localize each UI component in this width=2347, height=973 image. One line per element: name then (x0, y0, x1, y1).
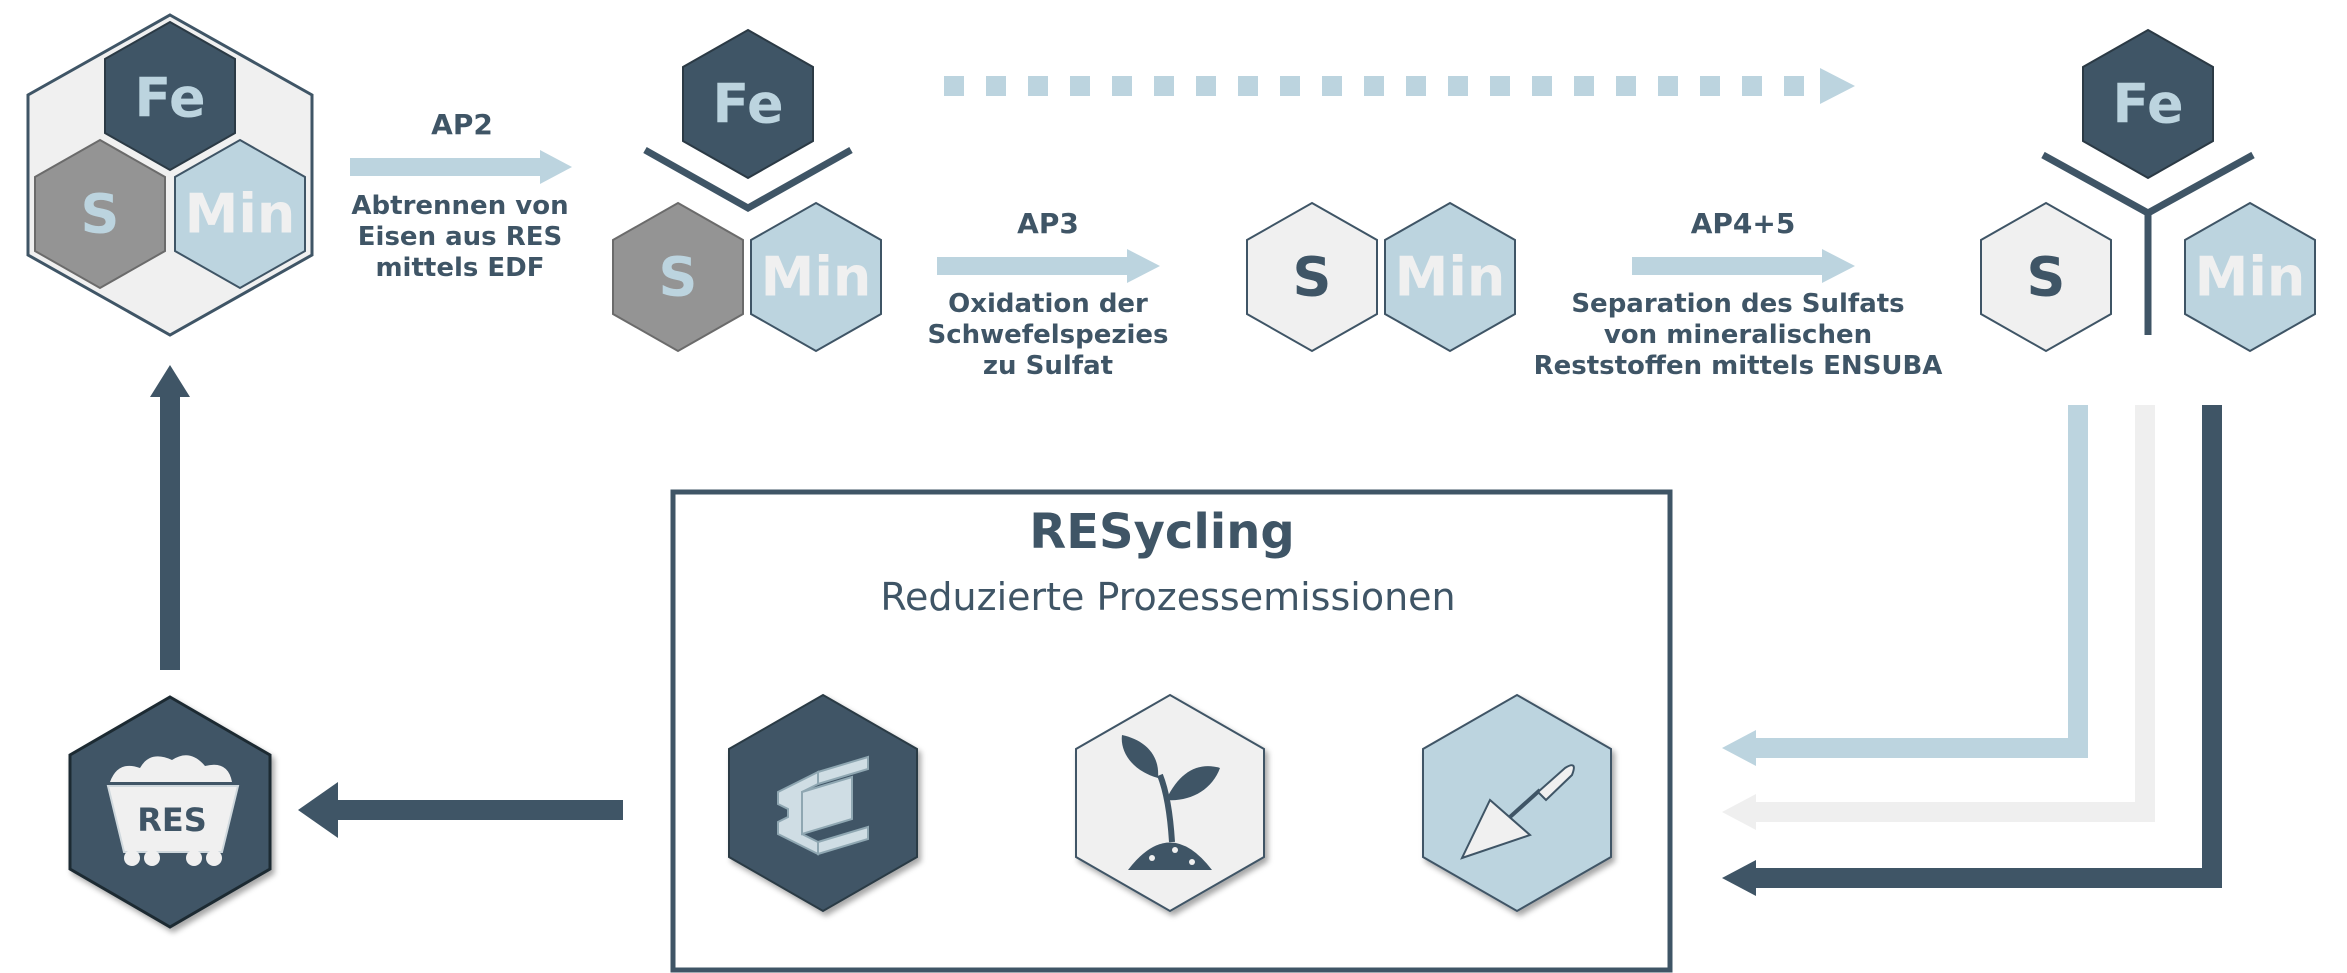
ap3-title: AP3 (1017, 207, 1079, 240)
hex-fe-1: Fe (104, 20, 236, 172)
fe-label-1: Fe (134, 67, 205, 130)
hex-fe-2: Fe (682, 28, 814, 180)
ap45-arrow (1632, 249, 1855, 283)
min-label-1: Min (185, 183, 296, 246)
product-trowel-hexagon (1422, 693, 1612, 913)
box-to-res-arrow (298, 782, 623, 838)
return-flow-fe (1722, 405, 2222, 896)
ap2-title: AP2 (431, 108, 493, 141)
hex-fe-4: Fe (2082, 28, 2214, 180)
res-to-composite-arrow (150, 365, 190, 670)
mine-cart-icon: RES (106, 755, 240, 866)
separator-y-4 (2041, 151, 2255, 335)
res-badge-label: RES (137, 801, 207, 839)
ap2-line-1: Abtrennen von (351, 191, 568, 221)
plant-icon (1121, 735, 1220, 870)
s-label-2: S (659, 246, 698, 309)
ap2-step: AP2 Abtrennen von Eisen aus RES mittels … (350, 108, 572, 283)
stage-4-hexagons: Fe S Min (1980, 28, 2316, 353)
ap3-line-1: Oxidation der (948, 289, 1148, 319)
hex-min-2: Min (750, 201, 882, 353)
hex-min-4: Min (2184, 201, 2316, 353)
ap2-line-3: mittels EDF (375, 253, 544, 283)
ap45-line-1: Separation des Sulfats (1571, 289, 1904, 319)
ap2-line-2: Eisen aus RES (358, 222, 562, 252)
hex-min-1: Min (174, 138, 306, 290)
ap3-line-3: zu Sulfat (983, 351, 1113, 381)
stage-2-hexagons: Fe S Min (612, 28, 882, 353)
min-label-4: Min (2195, 246, 2306, 309)
ap3-line-2: Schwefelspezies (927, 320, 1168, 350)
trowel-icon (1460, 764, 1575, 860)
ap45-step: AP4+5 Separation des Sulfats von mineral… (1534, 207, 1943, 381)
min-label-3: Min (1395, 246, 1506, 309)
s-label-1: S (81, 183, 120, 246)
fe-label-4: Fe (2112, 73, 2183, 136)
hex-s-3: S (1246, 201, 1378, 353)
hex-s-4: S (1980, 201, 2112, 353)
ap45-line-2: von mineralischen (1604, 320, 1872, 350)
resycling-box: RESycling Reduzierte Prozessemissionen (670, 489, 1673, 973)
stage-3-hexagons: S Min (1246, 201, 1516, 353)
hex-s-1: S (34, 138, 166, 290)
res-composite-hexagon: Fe S Min (26, 13, 314, 337)
ap45-title: AP4+5 (1691, 207, 1796, 240)
ap45-line-3: Reststoffen mittels ENSUBA (1534, 351, 1943, 381)
resycling-subtitle: Reduzierte Prozessemissionen (880, 575, 1455, 619)
resycling-title: RESycling (1029, 504, 1295, 560)
fe-label-2: Fe (712, 73, 783, 136)
ap2-arrow (350, 150, 572, 184)
hex-min-3: Min (1384, 201, 1516, 353)
steel-beam-icon (777, 755, 869, 856)
ap3-step: AP3 Oxidation der Schwefelspezies zu Sul… (927, 207, 1168, 381)
s-label-3: S (1293, 246, 1332, 309)
s-label-4: S (2027, 246, 2066, 309)
return-flow-min (1722, 405, 2088, 766)
hex-s-2: S (612, 201, 744, 353)
min-label-2: Min (761, 246, 872, 309)
separator-chevron-2 (643, 146, 853, 213)
fe-bypass-dashed-arrow (944, 68, 1855, 104)
return-flow-s (1722, 405, 2155, 830)
ap3-arrow (937, 249, 1160, 283)
